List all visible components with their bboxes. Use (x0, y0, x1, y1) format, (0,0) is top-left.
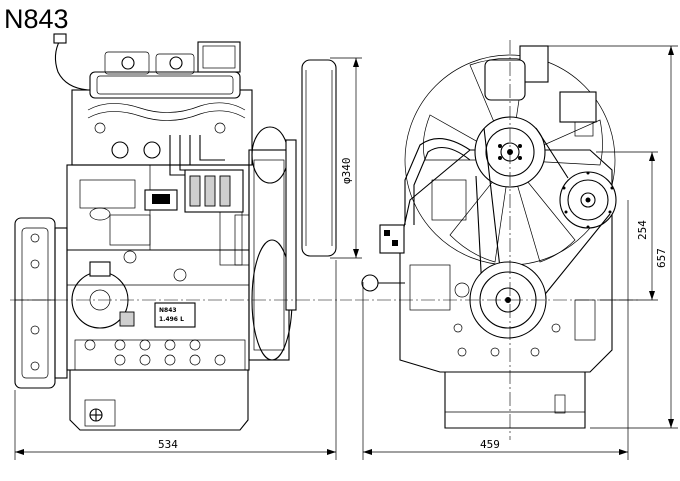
front-pulley-and-fan (248, 59, 337, 361)
dim-total-height: 657 (655, 248, 668, 268)
cylinder-head (71, 41, 253, 166)
water-outlet-housing (484, 45, 597, 137)
drawing-title: N843 (4, 4, 69, 34)
front-block (399, 149, 613, 429)
oil-pan (69, 370, 249, 431)
fan-belt (475, 127, 611, 299)
dim-crank-height: 254 (636, 220, 649, 240)
front-view (355, 40, 640, 440)
nameplate-model: N843 (159, 307, 177, 314)
injection-pump (144, 135, 244, 213)
dim-side-length: 534 (158, 438, 178, 451)
dim-fan-diameter: φ340 (340, 158, 353, 185)
nameplate-displacement: 1.496 L (159, 316, 184, 323)
alternator (559, 171, 617, 229)
engine-nameplate: N843 1.496 L (154, 302, 196, 328)
dimension-lines: 534 459 φ340 254 (14, 45, 678, 460)
front-lower-bolts (453, 282, 596, 357)
side-view: N843 1.496 L (10, 33, 352, 431)
lower-bosses (84, 311, 226, 366)
flywheel-housing (14, 217, 68, 389)
dim-front-width: 459 (480, 438, 500, 451)
front-fuel-lines (361, 138, 471, 311)
wire-harness (53, 33, 89, 91)
